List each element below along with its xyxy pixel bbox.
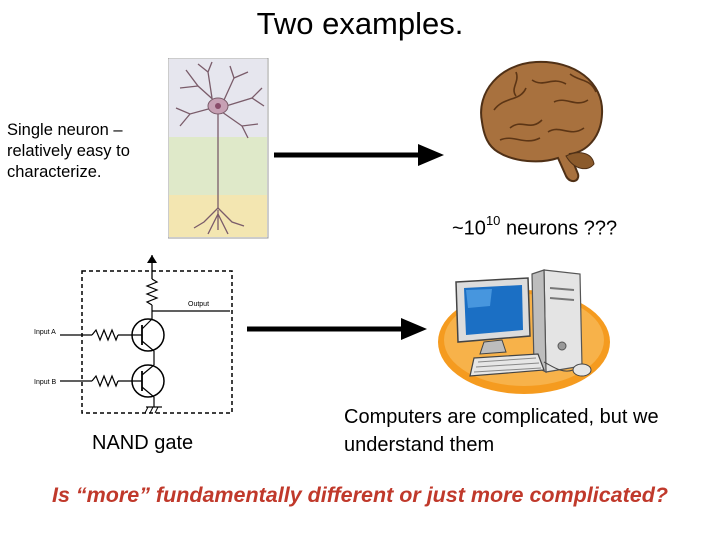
output-label: Output [188,301,209,308]
bottom-question: Is “more” fundamentally different or jus… [51,483,669,507]
nand-circuit-diagram: Output Input A Input B [34,255,233,414]
arrow-right-icon [247,318,427,340]
neurons-count-suffix: neurons ??? [500,217,618,240]
slide-title: Two examples. [256,6,464,41]
nand-gate-label: NAND gate [92,432,194,454]
neurons-count-prefix: ~10 [452,217,486,240]
input-a-label: Input A [34,329,56,336]
input-b-label: Input B [34,379,57,386]
computer-caption: Computers are complicated, but we unders… [344,406,659,456]
neuron-image [168,58,269,239]
neurons-count-exponent: 10 [485,213,501,228]
computer-image [438,269,610,394]
neurons-count-label: ~1010 neurons ??? [452,213,618,241]
arrow-right-icon [274,144,444,166]
neuron-caption: Single neuron – relatively easy to chara… [7,121,130,181]
brain-image [470,52,610,190]
